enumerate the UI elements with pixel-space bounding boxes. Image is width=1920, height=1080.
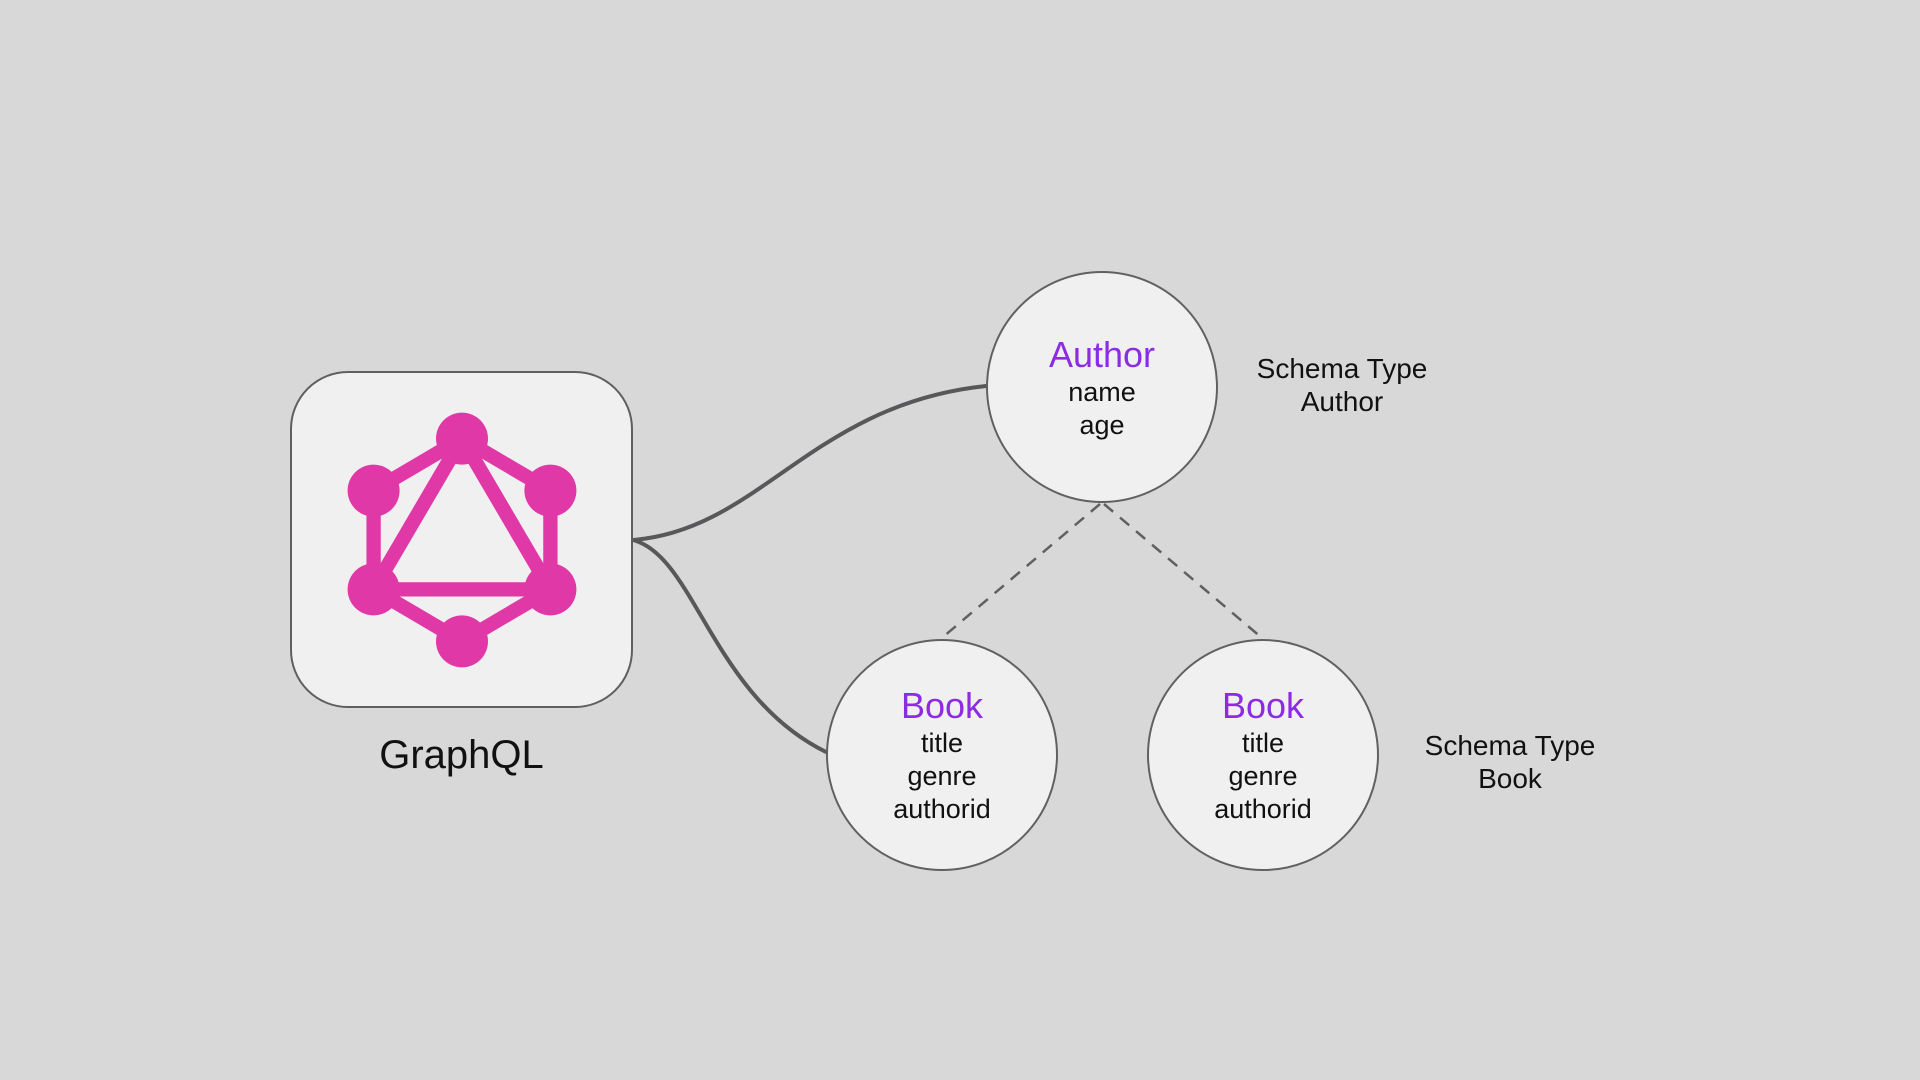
edge-graphql-to-author (631, 384, 988, 542)
schema-node-author[interactable]: Author name age (986, 271, 1218, 503)
book1-field-authorid: authorid (893, 794, 991, 824)
author-field-age: age (1079, 409, 1125, 440)
book2-field-title: title (1241, 728, 1285, 758)
book2-field-authorid: authorid (1214, 794, 1312, 824)
graphql-node[interactable] (290, 371, 633, 708)
book1-field-genre: genre (907, 761, 977, 791)
schema-type-book-label: Schema Type Book (1380, 729, 1640, 795)
book2-node-title: Book (1221, 685, 1305, 726)
edge-author-to-book1-dashed (942, 503, 1101, 638)
edge-author-to-book2-dashed (1103, 503, 1263, 639)
graphql-logo-icon (347, 412, 576, 667)
author-field-name: name (1068, 376, 1136, 407)
schema-node-book-2[interactable]: Book title genre authorid (1147, 639, 1379, 871)
schema-type-book-label-line1: Schema Type (1424, 730, 1596, 761)
schema-type-author-label-line1: Schema Type (1256, 353, 1428, 384)
schema-type-book-label-line2: Book (1478, 763, 1542, 794)
schema-node-book-1[interactable]: Book title genre authorid (826, 639, 1058, 871)
edge-graphql-to-book1 (631, 538, 828, 754)
schema-type-author-label-line2: Author (1300, 386, 1384, 417)
book1-node-title: Book (900, 685, 984, 726)
book2-field-genre: genre (1228, 761, 1298, 791)
schema-type-author-label: Schema Type Author (1212, 352, 1472, 418)
graphql-node-label: GraphQL (379, 733, 544, 777)
author-node-title: Author (1048, 333, 1156, 375)
book1-field-title: title (920, 728, 964, 758)
